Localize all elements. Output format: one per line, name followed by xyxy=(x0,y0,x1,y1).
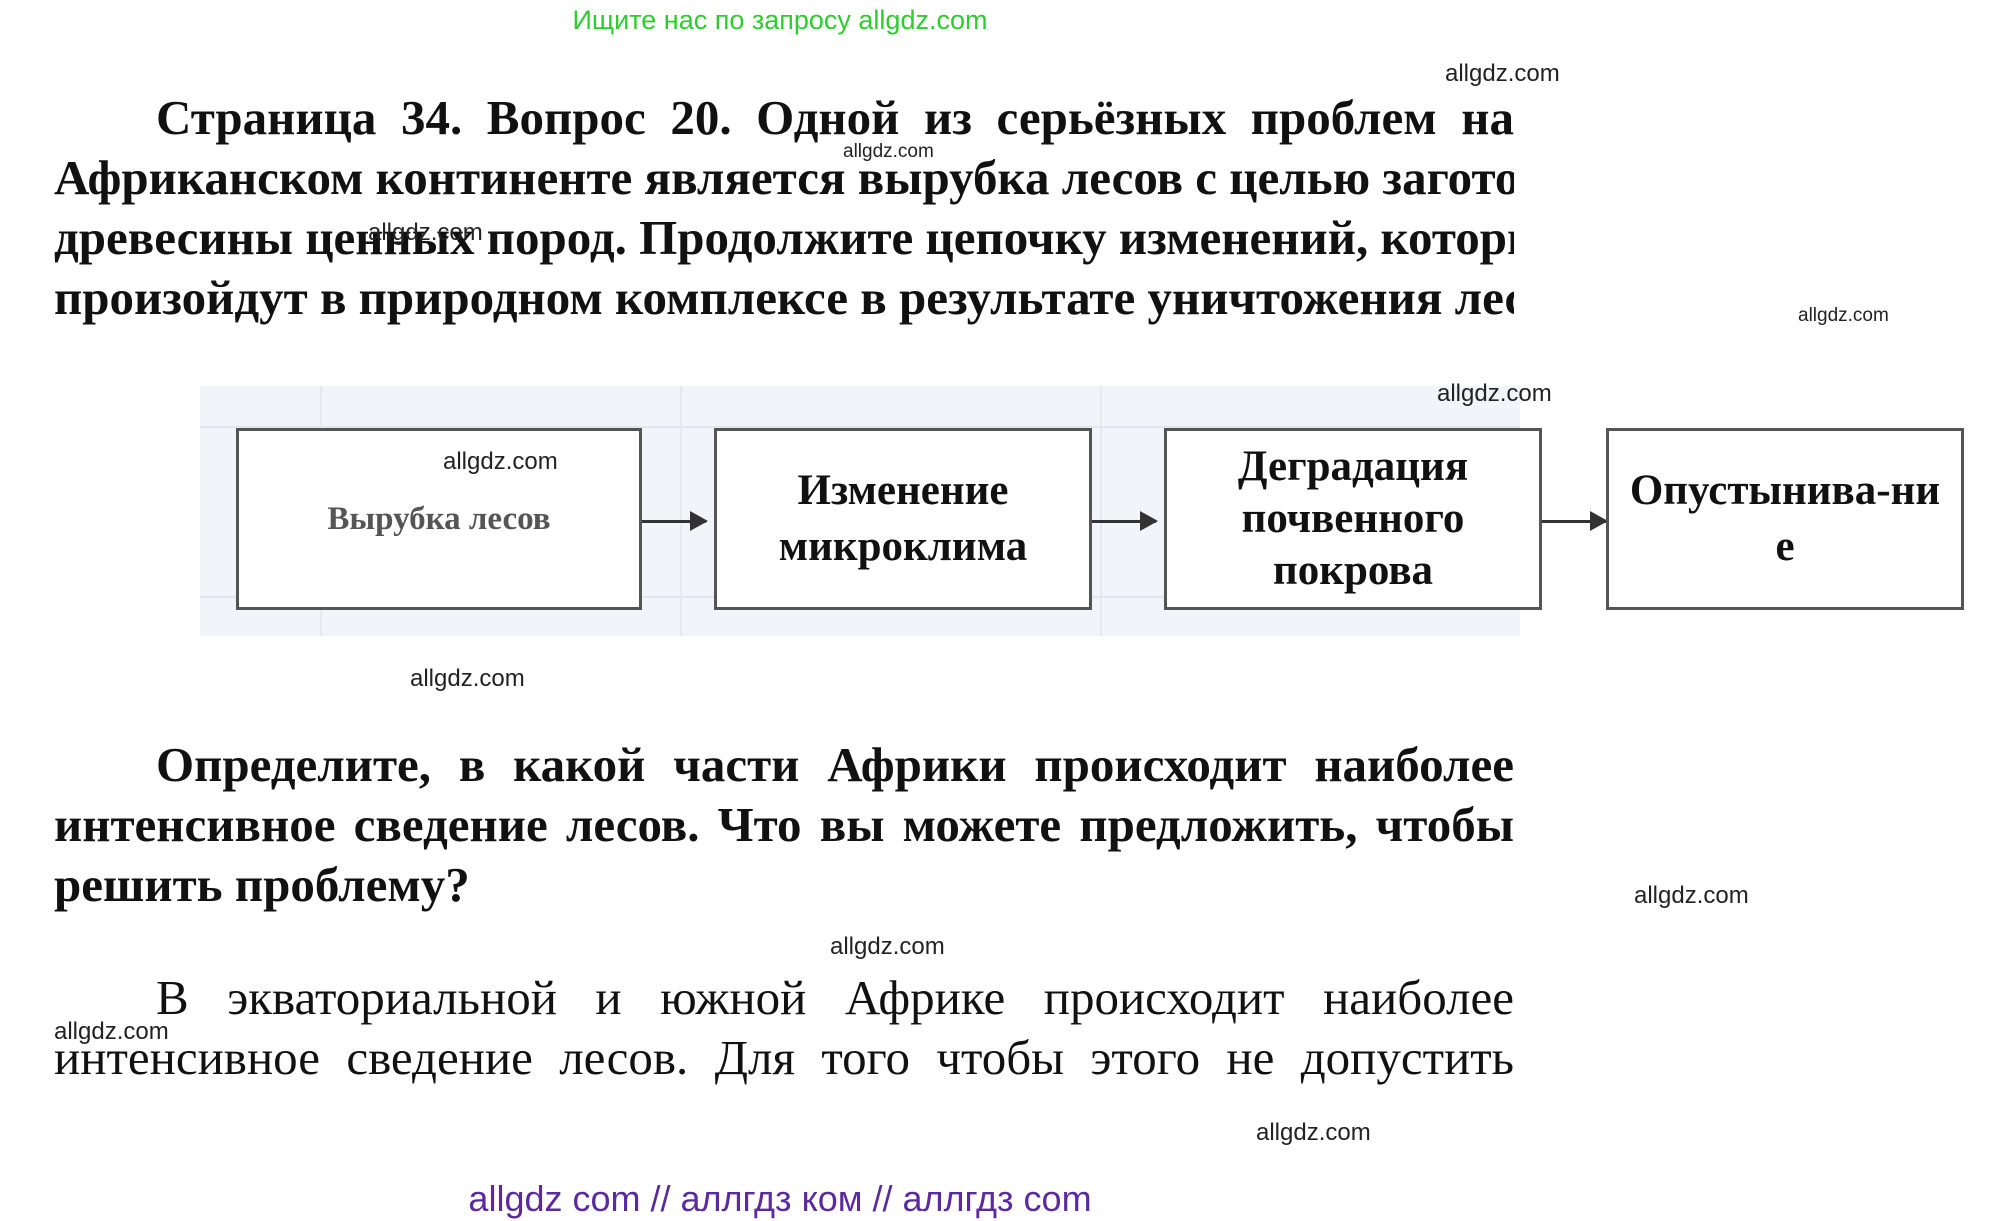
watermark: allgdz.com xyxy=(1798,305,1889,326)
watermark: allgdz.com xyxy=(830,933,945,960)
task-line: решить проблему? xyxy=(54,857,470,912)
flow-box-logging: Вырубка лесов xyxy=(236,428,642,610)
question-paragraph: Страница 34. Вопрос 20. Одной из серьёзн… xyxy=(54,88,1514,328)
flow-box-label: Опустынива-ние xyxy=(1629,467,1941,570)
footer-links[interactable]: allgdz com // аллгдз ком // аллгдз com xyxy=(468,1178,1092,1219)
watermark: allgdz.com xyxy=(1634,882,1749,909)
flow-box-microclimate: Изменение микроклима xyxy=(714,428,1092,610)
watermark: allgdz.com xyxy=(1256,1119,1371,1146)
question-line: произойдут в природном комплексе в резул… xyxy=(54,270,1514,325)
question-line: древесины ценных пород. Продолжите цепоч… xyxy=(54,210,1514,265)
search-banner[interactable]: Ищите нас по запросу allgdz.com xyxy=(572,5,988,35)
watermark: allgdz.com xyxy=(54,1018,169,1045)
arrow-right-icon xyxy=(1542,511,1608,531)
background-rule xyxy=(200,426,1520,428)
task-paragraph: Определите, в какой части Африки происхо… xyxy=(54,735,1514,915)
question-line: Страница 34. Вопрос 20. Одной из серьёзн… xyxy=(156,90,1514,145)
background-rule xyxy=(680,386,682,636)
watermark: allgdz.com xyxy=(1437,380,1552,407)
answer-line: интенсивное сведение лесов. Для того что… xyxy=(54,1030,1514,1085)
watermark: allgdz.com xyxy=(843,141,934,162)
arrow-right-icon xyxy=(1092,511,1158,531)
flow-box-soil-degradation: Деградация почвенного покрова xyxy=(1164,428,1542,610)
watermark: allgdz.com xyxy=(443,448,558,475)
flow-box-label: Изменение микроклима xyxy=(778,467,1028,570)
background-rule xyxy=(1100,386,1102,636)
task-line: интенсивное сведение лесов. Что вы может… xyxy=(54,797,1514,852)
watermark: allgdz.com xyxy=(1445,60,1560,87)
flow-box-desertification: Опустынива-ние xyxy=(1606,428,1964,610)
arrow-right-icon xyxy=(642,511,708,531)
answer-line: В экваториальной и южной Африке происход… xyxy=(156,970,1514,1025)
flow-diagram: Вырубка лесов Изменение микроклима Дегра… xyxy=(200,386,1608,636)
question-line: Африканском континенте является вырубка … xyxy=(54,150,1514,205)
flow-box-label: Деградация почвенного покрова xyxy=(1237,443,1469,594)
watermark: allgdz.com xyxy=(410,665,525,692)
answer-paragraph: В экваториальной и южной Африке происход… xyxy=(54,968,1514,1088)
watermark: allgdz.com xyxy=(368,219,483,246)
flow-box-label: Вырубка лесов xyxy=(327,501,551,537)
task-line: Определите, в какой части Африки происхо… xyxy=(156,737,1514,792)
